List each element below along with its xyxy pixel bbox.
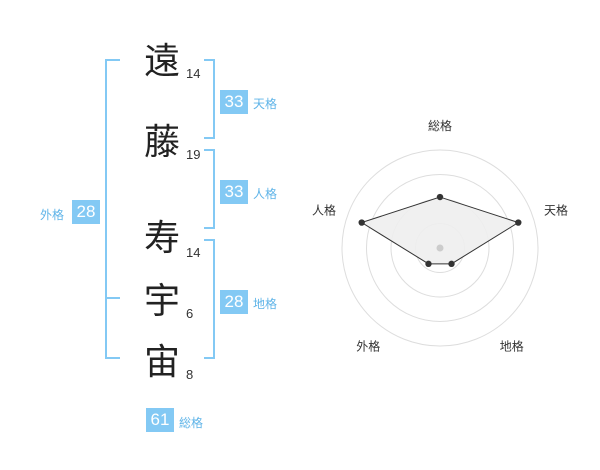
radar-ring — [366, 174, 514, 322]
jinkaku-label: 人格 — [253, 187, 278, 201]
soukaku-label: 総格 — [179, 416, 204, 430]
jinkaku-value-box: 33 — [220, 180, 248, 204]
radar-axis-label-2: 天格 — [544, 202, 568, 217]
radar-axis-label-1: 総格 — [428, 118, 452, 133]
stroke-count-3: 14 — [186, 245, 201, 260]
soukaku-value-box: 61 — [146, 408, 174, 432]
radar-point-3 — [448, 260, 455, 268]
radar-point-2 — [515, 219, 522, 226]
radar-axis-label-4: 外格 — [356, 339, 380, 354]
radar-point-1 — [436, 193, 444, 201]
radar-axis-label-3: 地格 — [500, 339, 524, 354]
chikaku-bracket — [204, 239, 215, 359]
stroke-count-4: 6 — [186, 306, 194, 321]
tenkaku-label: 天格 — [253, 97, 278, 111]
stroke-count-5: 8 — [186, 367, 194, 382]
chikaku-value-box: 28 — [220, 290, 248, 314]
kanji-1: 遠 — [143, 41, 180, 82]
tenkaku-bracket — [204, 59, 215, 139]
kanji-3: 寿 — [143, 218, 180, 259]
radar-axis-label-5: 人格 — [312, 202, 336, 217]
stroke-count-1: 14 — [186, 66, 201, 81]
tenkaku-value-box: 33 — [220, 90, 248, 114]
gaikaku-label: 外格 — [40, 208, 65, 222]
radar-center-dot — [436, 244, 444, 252]
kanji-2: 藤 — [143, 122, 180, 163]
radar-polygon — [360, 196, 520, 265]
radar-ring — [341, 149, 539, 347]
stroke-count-2: 19 — [186, 147, 201, 162]
gaikaku-value-box: 28 — [72, 200, 100, 224]
chikaku-label: 地格 — [253, 297, 278, 311]
kanji-5: 宙 — [143, 342, 180, 383]
radar-point-4 — [425, 260, 432, 268]
jinkaku-bracket — [204, 149, 215, 229]
gaikaku-bracket — [105, 59, 120, 359]
kanji-4: 宇 — [143, 281, 180, 322]
radar-point-5 — [358, 219, 365, 226]
